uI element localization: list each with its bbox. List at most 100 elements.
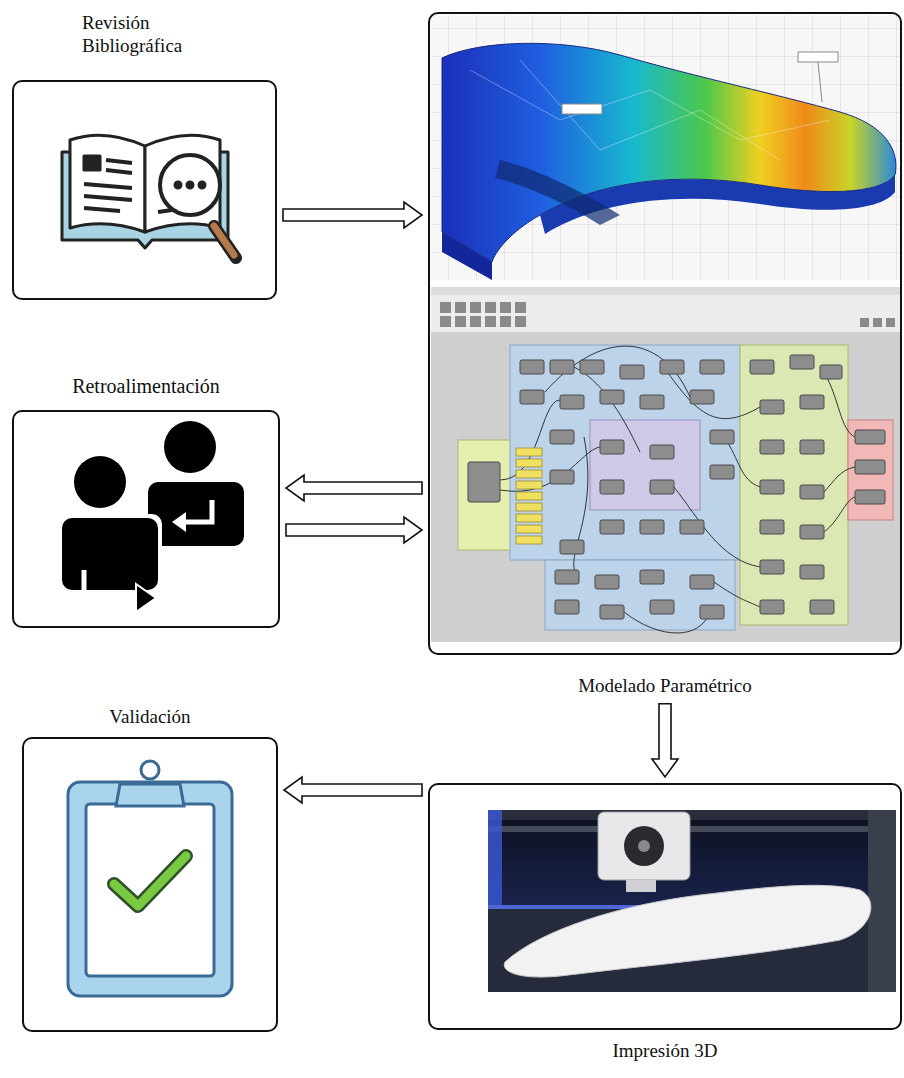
- book-icon-part: [84, 196, 132, 200]
- node-graph-screenshot-part-part: [714, 582, 760, 607]
- node-graph-screenshot: [431, 287, 900, 642]
- node-graph-screenshot-part-part: [516, 536, 542, 544]
- node-graph-screenshot-part: [440, 302, 895, 327]
- book-icon-part: [106, 170, 132, 173]
- node-graph-screenshot-part-part: [674, 487, 760, 567]
- node-graph-screenshot-part-part: [710, 465, 734, 479]
- node-graph-screenshot-part: [500, 346, 855, 633]
- book-icon-part: [70, 135, 145, 232]
- node-graph-screenshot-part-part: [470, 302, 481, 313]
- node-graph-screenshot-part-part: [760, 440, 784, 454]
- book-icon-part: [199, 182, 205, 188]
- step-label: Retroalimentación: [12, 374, 280, 398]
- people-icon-part: [84, 570, 138, 596]
- book-icon: [62, 135, 236, 258]
- node-graph-screenshot-part: [545, 560, 735, 630]
- node-graph-screenshot-part-part: [800, 525, 824, 539]
- people-icon-part: [136, 584, 156, 612]
- step-frame: [12, 80, 277, 300]
- people-icon-part: [72, 454, 128, 510]
- people-icon-part: [58, 514, 162, 594]
- clipboard-icon: [68, 761, 232, 996]
- clipboard-icon-part: [68, 782, 232, 996]
- node-graph-screenshot-part-part: [560, 540, 584, 554]
- node-graph-screenshot-part: [431, 332, 900, 642]
- people-icon-part: [74, 456, 126, 508]
- node-graph-screenshot-part: [431, 287, 900, 295]
- node-graph-screenshot-part-part: [516, 448, 542, 456]
- people-icon-part: [148, 482, 244, 546]
- printer-photo-part: [488, 810, 896, 820]
- node-graph-screenshot-part-part: [800, 565, 824, 579]
- insole-render-part: [431, 15, 900, 280]
- node-graph-screenshot-part-part: [664, 367, 760, 419]
- node-graph-screenshot-part-part: [824, 372, 855, 437]
- node-graph-screenshot-part-part: [520, 360, 544, 374]
- node-graph-screenshot-part-part: [760, 600, 784, 614]
- book-icon-part: [84, 156, 100, 170]
- node-graph-screenshot-part-part: [600, 480, 624, 494]
- node-graph-screenshot-part-part: [690, 575, 714, 589]
- node-graph-screenshot-part-part: [800, 395, 824, 409]
- insole-render-part: [562, 104, 602, 114]
- node-graph-screenshot-part-part: [760, 400, 784, 414]
- insole-render-part: [798, 52, 838, 62]
- node-graph-screenshot-part-part: [468, 462, 500, 502]
- printer-photo-part: [868, 810, 896, 992]
- node-graph-screenshot-part-part: [516, 503, 542, 511]
- node-graph-screenshot-part-part: [455, 316, 466, 327]
- node-graph-screenshot-part: [590, 420, 700, 510]
- step-frame: [428, 783, 902, 1030]
- node-graph-screenshot-part-part: [574, 367, 640, 452]
- node-graph-screenshot-part-part: [680, 520, 704, 534]
- node-graph-screenshot-part-part: [886, 318, 895, 327]
- printer-photo-part: [626, 880, 656, 892]
- node-graph-screenshot-part-part: [520, 390, 544, 404]
- flow-arrow: [652, 704, 678, 777]
- printer-photo-part: [488, 810, 896, 992]
- node-graph-screenshot-part-part: [640, 570, 664, 584]
- clipboard-icon-part: [86, 804, 214, 976]
- node-graph-screenshot-part-part: [600, 440, 624, 454]
- node-graph-screenshot-part-part: [710, 430, 734, 444]
- node-graph-screenshot-part-part: [485, 302, 496, 313]
- node-graph-screenshot-part-part: [600, 520, 624, 534]
- book-icon-part: [145, 135, 220, 232]
- step-box: Modelado Paramétrico: [428, 12, 902, 698]
- node-graph-screenshot-part: [848, 420, 893, 520]
- node-graph-screenshot-part-part: [550, 360, 574, 374]
- node-graph-screenshot-part-part: [550, 430, 574, 444]
- node-graph-screenshot-part-part: [500, 302, 511, 313]
- book-icon-part: [187, 182, 193, 188]
- people-icon-part: [62, 518, 158, 590]
- insole-render-part: [470, 60, 830, 160]
- step-frame: [428, 12, 902, 655]
- node-graph-screenshot-part-part: [516, 470, 542, 478]
- node-graph-screenshot-part-part: [600, 605, 624, 619]
- insole-render-part: [495, 160, 620, 225]
- book-icon-part: [214, 226, 236, 258]
- node-graph-screenshot-part-part: [574, 437, 588, 577]
- node-graph-screenshot-part: [468, 355, 885, 619]
- printer-photo-part: [504, 885, 871, 977]
- node-graph-screenshot-part-part: [800, 485, 824, 499]
- node-graph-screenshot-part-part: [560, 395, 584, 409]
- clipboard-icon-part: [114, 856, 186, 906]
- insole-render: [431, 15, 900, 280]
- node-graph-screenshot-part-part: [650, 445, 674, 459]
- node-graph-screenshot-part-part: [516, 525, 542, 533]
- node-graph-screenshot-part-part: [455, 302, 466, 313]
- flow-arrow: [286, 517, 422, 543]
- printer-photo: [488, 810, 896, 992]
- node-graph-screenshot-part-part: [500, 316, 511, 327]
- node-graph-screenshot-part-part: [824, 497, 855, 532]
- book-icon-part: [214, 226, 234, 255]
- book-icon-part: [175, 182, 181, 188]
- people-icon-part: [164, 421, 216, 473]
- node-graph-screenshot-part: [458, 440, 515, 550]
- node-graph-screenshot-part-part: [855, 460, 885, 474]
- node-graph-screenshot-part-part: [515, 302, 526, 313]
- book-icon-part: [158, 210, 172, 212]
